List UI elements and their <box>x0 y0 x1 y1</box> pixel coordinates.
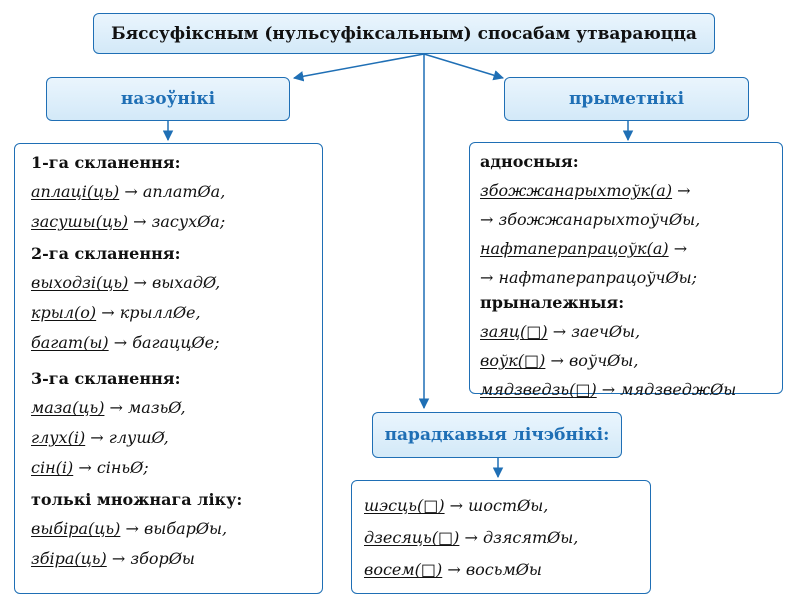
group-heading: адносныя: <box>480 152 579 171</box>
adjectives-category-box: прыметнікі <box>504 77 749 121</box>
adjective-example: нафтаперапрацоўк(а) → <box>480 232 772 261</box>
noun-example: сін(і) → сіньØ; <box>31 451 312 481</box>
adjective-example: збожжанарыхтоўк(а) → <box>480 174 772 203</box>
noun-example: аплаці(ць) → аплатØа, <box>31 175 312 205</box>
adjective-example: мядзведзь(□) → мядзведжØы <box>480 373 772 402</box>
derivation-arrow: → <box>673 239 688 258</box>
derived-word: мядзведжØы <box>620 380 737 399</box>
source-word: аплаці(ць) <box>31 182 120 201</box>
source-word: восем(□) <box>364 560 443 579</box>
derived-word: збожжанарыхтоўчØы, <box>498 210 701 229</box>
derivation-arrow: → <box>90 428 104 447</box>
derived-word: шостØы, <box>468 496 549 515</box>
source-word: выходзі(ць) <box>31 273 129 292</box>
adjectives-examples-box: адносныя:збожжанарыхтоўк(а) →→ збожжанар… <box>469 142 783 399</box>
spacer <box>31 356 312 366</box>
derivation-arrow: → <box>101 303 115 322</box>
nouns-category-box: назоўнікі <box>46 77 290 121</box>
derivation-arrow: → <box>78 458 92 477</box>
derivation-arrow: → <box>552 322 567 341</box>
source-word: крыл(о) <box>31 303 97 322</box>
derived-word: воўчØы, <box>568 351 639 370</box>
derived-word: аплатØа, <box>142 182 226 201</box>
source-word: збіра(ць) <box>31 549 107 568</box>
derived-word: выхадØ, <box>151 273 221 292</box>
noun-example: багат(ы) → багаццØе; <box>31 326 312 356</box>
ordinal-example: восем(□) → восьмØы <box>364 553 640 585</box>
derivation-arrow: → <box>550 351 564 370</box>
derivation-arrow: → <box>111 549 126 568</box>
source-word: выбіра(ць) <box>31 519 121 538</box>
derived-word: багаццØе; <box>132 333 220 352</box>
noun-example: выбіра(ць) → выбарØы, <box>31 512 312 542</box>
derivation-arrow: → <box>480 210 494 229</box>
title-box: Бяссуфіксным (нульсуфіксальным) спосабам… <box>93 13 715 54</box>
derived-word: дзясятØы, <box>482 528 579 547</box>
noun-example: засушы(ць) → засухØа; <box>31 205 312 235</box>
derivation-arrow: → <box>133 212 147 231</box>
ordinals-category-label: парадкавыя лічэбнікі: <box>384 425 610 445</box>
source-word: заяц(□) <box>480 322 548 341</box>
source-word: воўк(□) <box>480 351 546 370</box>
source-word: шэсць(□) <box>364 496 445 515</box>
group-heading: 3-га скланення: <box>31 369 181 388</box>
derived-word: глушØ, <box>108 428 169 447</box>
ordinal-example: шэсць(□) → шостØы, <box>364 489 640 521</box>
derived-word: нафтаперапрацоўчØы; <box>498 268 698 287</box>
adjective-example: заяц(□) → заечØы, <box>480 315 772 344</box>
group-heading: прыналежныя: <box>480 293 625 312</box>
source-word: сін(і) <box>31 458 74 477</box>
derivation-arrow: → <box>125 519 139 538</box>
adjective-example: → збожжанарыхтоўчØы, <box>480 203 772 232</box>
ordinal-example: дзесяць(□) → дзясятØы, <box>364 521 640 553</box>
source-word: маза(ць) <box>31 398 105 417</box>
derivation-arrow: → <box>677 181 691 200</box>
derived-word: заечØы, <box>571 322 641 341</box>
ordinals-category-box: парадкавыя лічэбнікі: <box>372 412 622 458</box>
group-heading: 2-га скланення: <box>31 244 181 263</box>
derivation-arrow: → <box>447 560 461 579</box>
ordinals-examples-box: шэсць(□) → шостØы,дзесяць(□) → дзясятØы,… <box>351 480 651 594</box>
derivation-arrow: → <box>109 398 123 417</box>
source-word: мядзведзь(□) <box>480 380 597 399</box>
noun-example: глух(і) → глушØ, <box>31 421 312 451</box>
noun-example: маза(ць) → мазьØ, <box>31 391 312 421</box>
adjective-example: воўк(□) → воўчØы, <box>480 344 772 373</box>
derivation-arrow: → <box>480 268 494 287</box>
derivation-arrow: → <box>133 273 147 292</box>
derived-word: крыллØе, <box>119 303 201 322</box>
derivation-arrow: → <box>124 182 138 201</box>
source-word: багат(ы) <box>31 333 109 352</box>
derived-word: зборØы <box>130 549 195 568</box>
noun-example: выходзі(ць) → выхадØ, <box>31 266 312 296</box>
source-word: збожжанарыхтоўк(а) <box>480 181 673 200</box>
source-word: глух(і) <box>31 428 86 447</box>
nouns-examples-box: 1-га скланення:аплаці(ць) → аплатØа,засу… <box>14 143 323 594</box>
noun-example: крыл(о) → крыллØе, <box>31 296 312 326</box>
arrow-title-to-nouns <box>292 53 425 82</box>
derived-word: сіньØ; <box>96 458 149 477</box>
adjective-example: → нафтаперапрацоўчØы; <box>480 261 772 290</box>
nouns-category-label: назоўнікі <box>120 89 216 109</box>
adjectives-category-label: прыметнікі <box>568 89 685 109</box>
source-word: нафтаперапрацоўк(а) <box>480 239 669 258</box>
derivation-arrow: → <box>601 380 616 399</box>
derived-word: выбарØы, <box>143 519 228 538</box>
derivation-arrow: → <box>464 528 478 547</box>
arrow-title-to-adjectives <box>423 53 505 81</box>
derivation-arrow: → <box>449 496 464 515</box>
group-heading: 1-га скланення: <box>31 153 181 172</box>
derived-word: восьмØы <box>465 560 542 579</box>
group-heading: толькі множнага ліку: <box>31 490 243 509</box>
noun-example: збіра(ць) → зборØы <box>31 542 312 572</box>
derived-word: засухØа; <box>151 212 226 231</box>
derived-word: мазьØ, <box>128 398 186 417</box>
source-word: дзесяць(□) <box>364 528 460 547</box>
derivation-arrow: → <box>113 333 128 352</box>
source-word: засушы(ць) <box>31 212 129 231</box>
diagram-title: Бяссуфіксным (нульсуфіксальным) спосабам… <box>111 23 697 44</box>
